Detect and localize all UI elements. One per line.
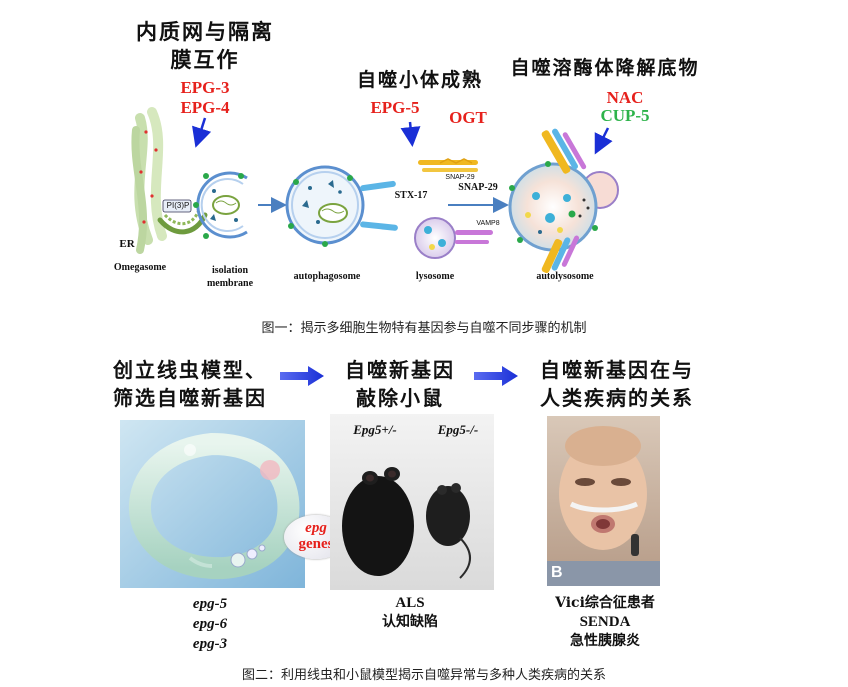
gene-epg5: EPG-5 [370, 98, 420, 117]
autophagy-diagram [131, 107, 619, 274]
arrow-epg3-pointer [192, 117, 212, 148]
stage2-title: 自噬小体成熟 [356, 69, 483, 91]
arrow-epg5-pointer [400, 121, 421, 147]
photo-letter: B [551, 564, 563, 581]
mouse-label-het: Epg5+/- [353, 422, 397, 437]
arrow-right-icon-2 [474, 366, 518, 386]
mice-photo: Epg5+/- Epg5-/- [330, 414, 494, 590]
lysosome-shape [414, 217, 493, 259]
label-isolation: isolation [211, 265, 249, 276]
gene-epg3-worm: epg-3 [192, 636, 228, 652]
patient-illustration [547, 426, 660, 586]
isolation-membrane-shape [193, 171, 248, 239]
arrow-nac-pointer [594, 127, 613, 155]
label-membrane: membrane [206, 278, 254, 289]
label-snap29: SNAP-29 [458, 182, 498, 193]
phenotype-cognitive: 认知缺陷 [382, 614, 438, 630]
gene-epg6-worm: epg-6 [192, 616, 228, 632]
label-vamp8: VAMP8 [476, 220, 500, 227]
stage1-title-line1: 内质网与隔离 [136, 19, 274, 44]
stx17-stick-2 [360, 221, 398, 231]
label-lysosome: lysosome [415, 271, 455, 282]
gene-epg3: EPG-3 [180, 78, 230, 97]
panel1-title: 创立线虫模型、 筛选自噬新基因 [100, 356, 280, 412]
disease-senda: SENDA [579, 614, 631, 630]
figure1-caption: 图一：揭示多细胞生物特有基因参与自噬不同步骤的机制 [261, 321, 587, 336]
autophagosome-shape [285, 165, 365, 247]
panel2-title: 自噬新基因 敲除小鼠 [330, 356, 470, 412]
panel2-title-line1: 自噬新基因 [345, 358, 455, 382]
gene-nac: NAC [606, 88, 644, 107]
label-autolysosome: autolysosome [536, 271, 594, 282]
stage1-title-line2: 膜互作 [170, 47, 240, 72]
label-autophagosome: autophagosome [293, 271, 361, 282]
stage1-genes: EPG-3 EPG-4 [150, 78, 260, 118]
panel3-title-line1: 自噬新基因在与 [540, 358, 694, 382]
gene-epg4: EPG-4 [180, 98, 230, 117]
panel3-title-line2: 人类疾病的关系 [540, 386, 694, 410]
gene-epg5-worm: epg-5 [192, 596, 228, 612]
mouse-label-ko: Epg5-/- [437, 422, 479, 437]
er-structure [131, 107, 208, 254]
label-isolation-membrane: isolation membrane [200, 264, 260, 290]
arrow-right-icon [280, 366, 324, 386]
label-omegasome: Omegasome [113, 262, 167, 273]
worm-gene-list: epg-5 epg-6 epg-3 [170, 594, 250, 654]
label-pi3p: PI(3)P [166, 201, 190, 210]
genes-bubble-text: genes [298, 536, 334, 552]
panel3-title: 自噬新基因在与 人类疾病的关系 [522, 356, 712, 412]
stx17-stick-1 [360, 180, 396, 192]
human-diseases: Vici综合征患者 SENDA 急性胰腺炎 [520, 594, 690, 651]
panel1-title-line1: 创立线虫模型、 [113, 358, 267, 382]
snap29-complex [418, 158, 478, 172]
epg-bubble-text: epg [305, 520, 327, 536]
worm-illustration [120, 420, 305, 588]
panel1-title-line2: 筛选自噬新基因 [113, 386, 267, 410]
label-er: ER [119, 238, 135, 250]
mice-illustration [342, 467, 471, 579]
label-snap29-small: SNAP-29 [445, 174, 475, 181]
stage1-title: 内质网与隔离 膜互作 [120, 18, 290, 74]
label-stx17: STX-17 [394, 190, 428, 201]
patient-photo: B [547, 416, 660, 586]
figure2-caption: 图二：利用线虫和小鼠模型揭示自噬异常与多种人类疾病的关系 [241, 668, 606, 683]
disease-vici: Vici综合征患者 [555, 595, 655, 611]
gene-ogt: OGT [449, 108, 487, 127]
autolysosome-shape [508, 128, 619, 274]
gene-cup5: CUP-5 [600, 106, 650, 125]
panel2-title-line2: 敲除小鼠 [356, 386, 444, 410]
stage3-title: 自噬溶酶体降解底物 [510, 57, 700, 79]
phenotype-als: ALS [395, 595, 425, 611]
disease-pancreatitis: 急性胰腺炎 [570, 633, 640, 649]
mouse-phenotypes: ALS 认知缺陷 [340, 594, 480, 632]
